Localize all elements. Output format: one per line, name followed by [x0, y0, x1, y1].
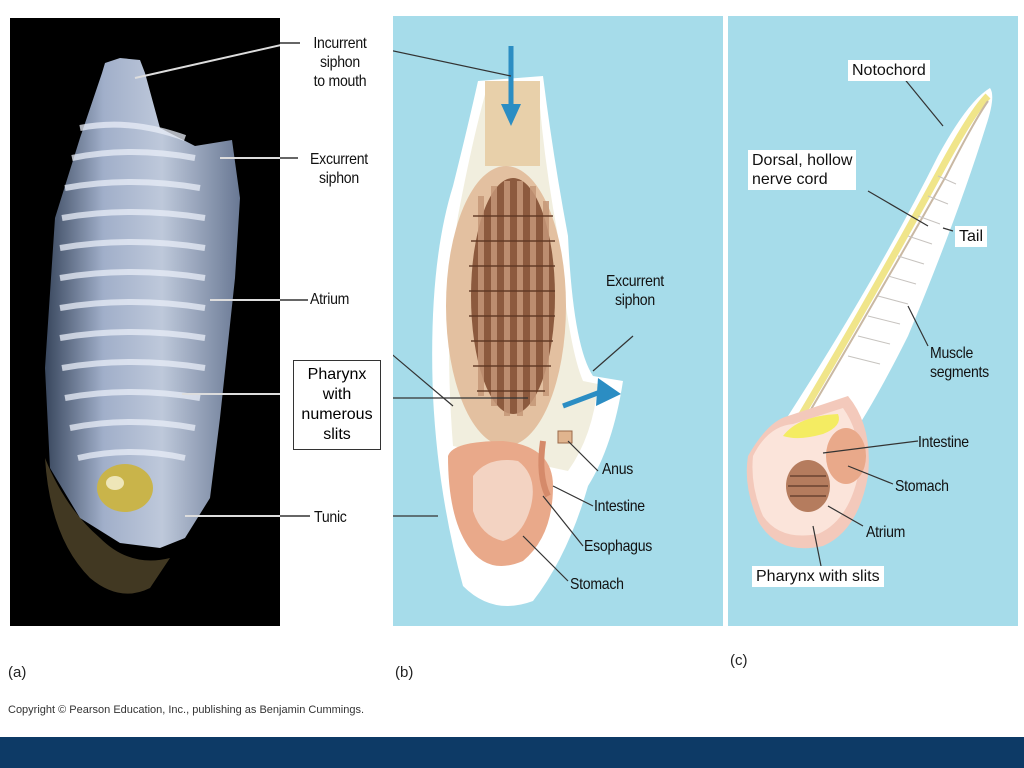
label-stomach-b: Stomach	[570, 576, 624, 593]
label-stomach-c: Stomach	[895, 478, 949, 495]
tunicate-photo	[10, 18, 280, 626]
label-nerve-cord: Dorsal, hollow nerve cord	[748, 150, 857, 190]
copyright-notice: Copyright © Pearson Education, Inc., pub…	[8, 704, 365, 716]
footer-bar	[0, 737, 1024, 768]
label-tail: Tail	[955, 226, 988, 247]
caption-a: (a)	[8, 664, 27, 681]
tunicate-larva-diagram	[728, 16, 1018, 626]
label-intestine-b: Intestine	[594, 498, 645, 515]
label-incurrent-siphon: Incurrent siphon to mouth	[313, 35, 367, 90]
label-atrium-a: Atrium	[310, 291, 350, 308]
label-anus: Anus	[602, 461, 634, 478]
label-intestine-c: Intestine	[918, 434, 969, 451]
label-muscle-segments: Muscle segments	[930, 345, 989, 381]
adult-tunicate-diagram	[393, 16, 723, 626]
adult-tunicate-art	[393, 46, 634, 606]
tunicate-larva-art	[746, 70, 993, 577]
label-esophagus: Esophagus	[584, 538, 653, 555]
label-pharynx-a: Pharynx with numerous slits	[293, 360, 381, 450]
tunicate-photo-art	[45, 44, 280, 594]
label-notochord: Notochord	[848, 60, 930, 81]
label-excurrent-siphon-a: Excurrent siphon	[310, 151, 368, 187]
label-atrium-c: Atrium	[866, 524, 906, 541]
label-tunic: Tunic	[314, 509, 347, 526]
label-pharynx-c: Pharynx with slits	[752, 566, 884, 587]
panel-a-leader-lines	[280, 42, 310, 517]
label-excurrent-siphon-b: Excurrent siphon	[606, 273, 664, 309]
caption-b: (b)	[395, 664, 414, 681]
caption-c: (c)	[730, 652, 748, 669]
